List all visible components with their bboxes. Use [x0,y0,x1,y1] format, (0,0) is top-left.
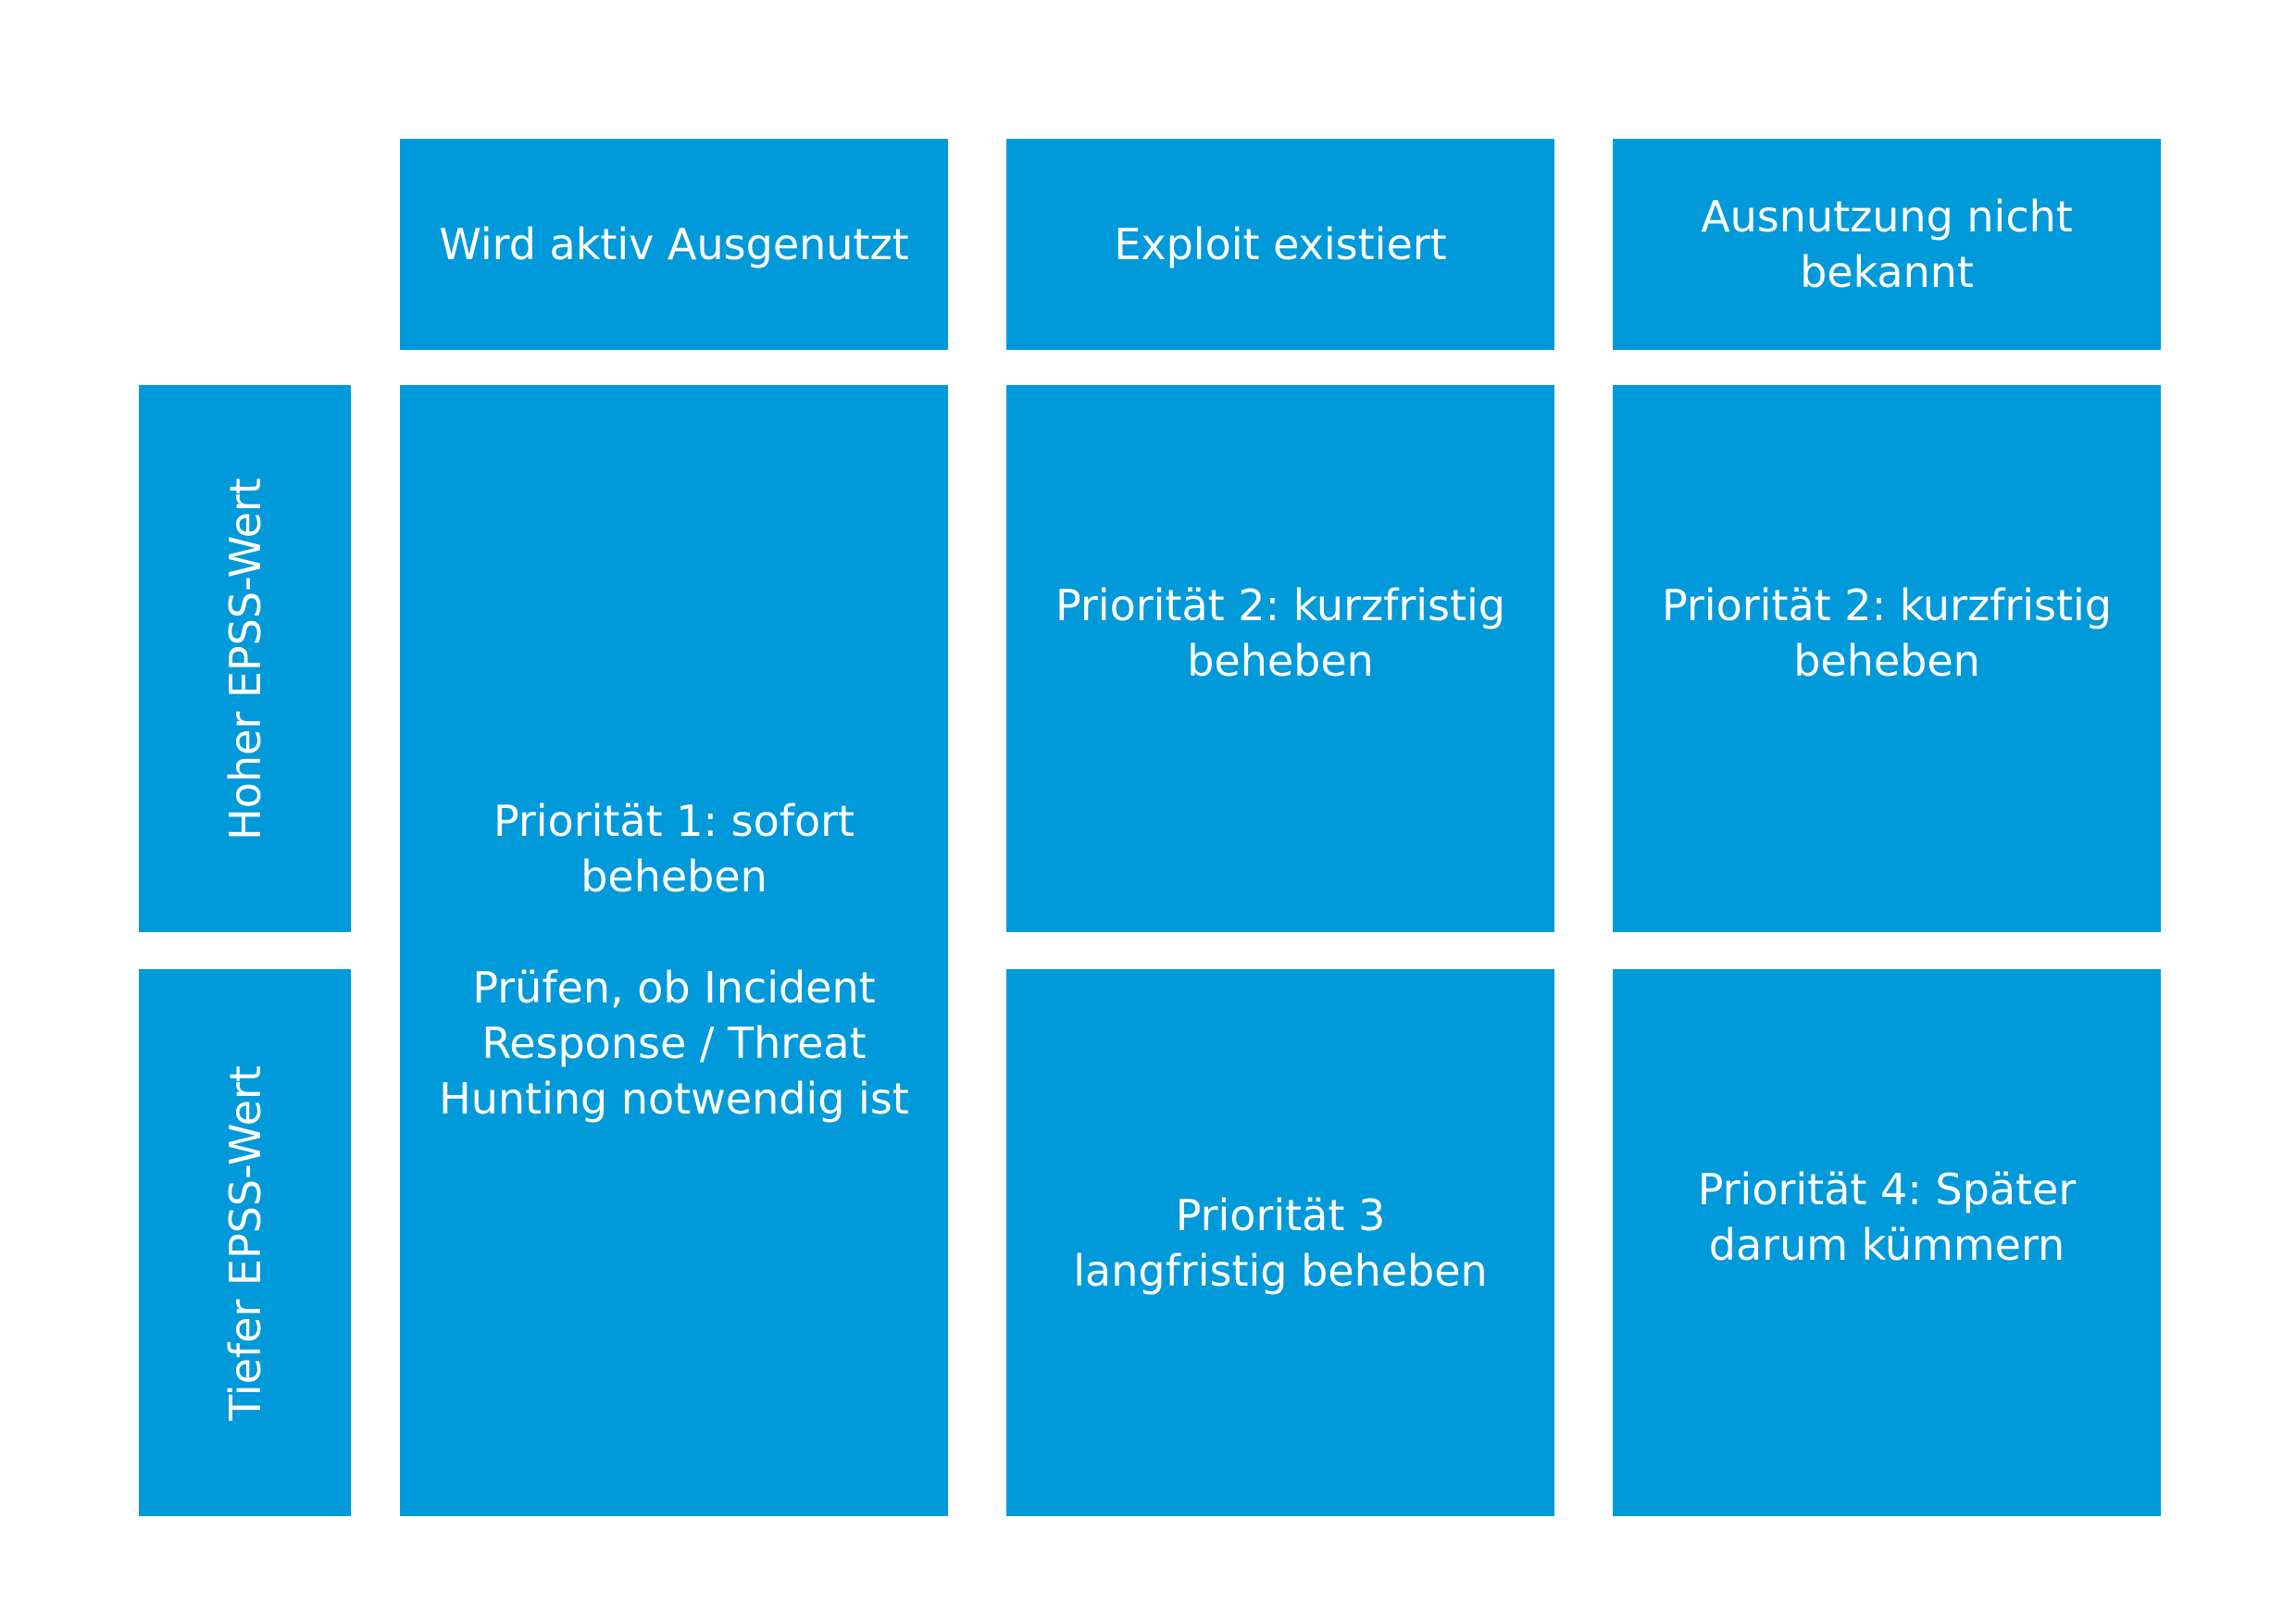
column-header-exploit-exists: Exploit existiert [1006,139,1554,350]
cell-priority-3: Priorität 3 langfristig beheben [1006,969,1554,1516]
cell-priority-2-exploit-exists: Priorität 2: kurzfristig beheben [1006,385,1554,932]
cell-priority-2-exploitation-unknown: Priorität 2: kurzfristig beheben [1613,385,2161,932]
cell-priority-4: Priorität 4: Später darum kümmern [1613,969,2161,1516]
row-header-label: Hoher EPSS-Wert [219,477,270,840]
column-header-label: Exploit existiert [1114,219,1447,269]
row-header-label: Tiefer EPSS-Wert [219,1064,270,1421]
cell-text: Priorität 4: Später darum kümmern [1697,1164,2077,1270]
cell-text: Priorität 2: kurzfristig beheben [1661,580,2113,686]
cell-text: Priorität 2: kurzfristig beheben [1054,580,1506,686]
column-header-actively-exploited: Wird aktiv Ausgenutzt [400,139,948,350]
cell-text: Priorität 3 langfristig beheben [1073,1189,1488,1296]
column-header-exploitation-unknown: Ausnutzung nicht bekannt [1613,139,2161,350]
row-header-high-epss: Hoher EPSS-Wert [139,385,351,932]
cell-priority-1: Priorität 1: sofort beheben Prüfen, ob I… [400,385,948,1516]
column-header-label: Wird aktiv Ausgenutzt [439,219,909,269]
cell-text: Priorität 1: sofort beheben Prüfen, ob I… [439,796,909,1124]
column-header-label: Ausnutzung nicht bekannt [1701,192,2073,297]
row-header-low-epss: Tiefer EPSS-Wert [139,969,351,1516]
